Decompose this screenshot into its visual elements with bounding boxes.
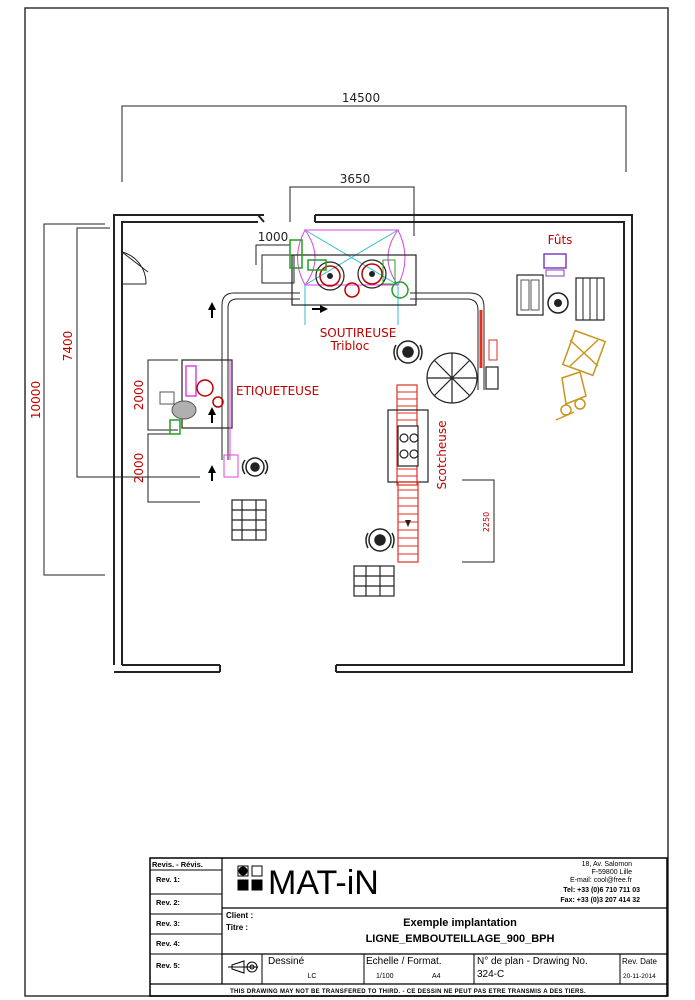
rev-2: Rev. 2: xyxy=(156,898,180,907)
dim-total-width-text: 14500 xyxy=(342,91,380,105)
dim-small-width-text: 1000 xyxy=(258,230,289,244)
right-conveyor-red xyxy=(479,310,498,368)
dimension-middle-width xyxy=(289,186,415,236)
address-line-4: Tel: +33 (0)6 710 711 03 xyxy=(563,887,640,894)
dimension-conveyor xyxy=(462,479,495,563)
rev-4: Rev. 4: xyxy=(156,939,180,948)
forklift xyxy=(555,329,607,421)
dim-middle-width-text: 3650 xyxy=(340,172,371,186)
rev-3: Rev. 3: xyxy=(156,919,180,928)
format-value: A4 xyxy=(432,973,441,980)
rotary-table xyxy=(426,352,499,404)
operator-scotcheuse xyxy=(365,528,395,552)
address-line-3: E-mail: cool@free.fr xyxy=(570,877,633,884)
plan-label: N° de plan - Drawing No. xyxy=(477,956,588,967)
revisions-header: Revis. - Révis. xyxy=(152,860,203,869)
dim-etiq-bottom-text: 2000 xyxy=(132,453,146,484)
pallet-left xyxy=(231,499,267,541)
titre-label: Titre : xyxy=(226,923,248,932)
label-soutireuse: SOUTIREUSE xyxy=(320,326,397,340)
address-line-1: 18, Av. Salomon xyxy=(582,861,632,868)
dessine-value: LC xyxy=(308,973,317,980)
revdate-value: 20-11-2014 xyxy=(623,973,656,980)
scotcheuse-conveyor-bottom xyxy=(397,481,419,563)
futs-equipment xyxy=(516,253,605,321)
address-line-5: Fax: +33 (0)3 207 414 32 xyxy=(560,897,640,904)
label-etiqueteuse: ETIQUETEUSE xyxy=(236,384,319,398)
etiqueteuse-machine xyxy=(159,359,239,478)
scotcheuse-machine xyxy=(387,409,429,483)
label-futs: Fûts xyxy=(548,233,573,247)
echelle-label: Echelle / Format. xyxy=(366,956,442,967)
walls xyxy=(113,214,633,673)
main-conveyor xyxy=(221,292,485,460)
dim-total-height-text: 10000 xyxy=(29,381,43,419)
drawing-title-1: Exemple implantation xyxy=(403,917,517,929)
dimension-small-width xyxy=(255,244,290,265)
dimension-total-width xyxy=(121,105,627,182)
pallet-bottom xyxy=(353,565,395,597)
footer-disclaimer: THIS DRAWING MAY NOT BE TRANSFERED TO TH… xyxy=(230,989,586,995)
projection-symbol-icon xyxy=(228,960,258,974)
client-label: Client : xyxy=(226,911,253,920)
operator-etiq xyxy=(241,457,269,477)
address-line-2: F-59800 Lille xyxy=(592,869,633,876)
dessine-label: Dessiné xyxy=(268,956,305,967)
drawing-title-2: LIGNE_EMBOUTEILLAGE_900_BPH xyxy=(366,933,555,945)
dim-inner-height-text: 7400 xyxy=(61,331,75,362)
dim-etiq-top-text: 2000 xyxy=(132,380,146,411)
dimension-etiq xyxy=(147,359,200,503)
dimension-total-height xyxy=(43,223,105,576)
revdate-label: Rev. Date xyxy=(622,957,658,966)
door xyxy=(121,251,149,285)
title-block xyxy=(149,857,668,997)
dim-conveyor-text: 2250 xyxy=(482,512,491,532)
plan-value: 324-C xyxy=(477,969,504,980)
echelle-value: 1/100 xyxy=(376,973,394,980)
company-name: MAT-iN xyxy=(268,864,379,902)
dimension-inner-height xyxy=(76,227,200,478)
soutireuse-machine xyxy=(261,229,417,325)
logo-squares xyxy=(237,865,263,891)
label-tribloc: Tribloc xyxy=(330,339,370,353)
operator-soutireuse xyxy=(393,340,423,364)
flow-arrows xyxy=(208,302,328,481)
rev-1: Rev. 1: xyxy=(156,875,180,884)
label-scotcheuse: Scotcheuse xyxy=(435,420,449,489)
rev-5: Rev. 5: xyxy=(156,961,180,970)
